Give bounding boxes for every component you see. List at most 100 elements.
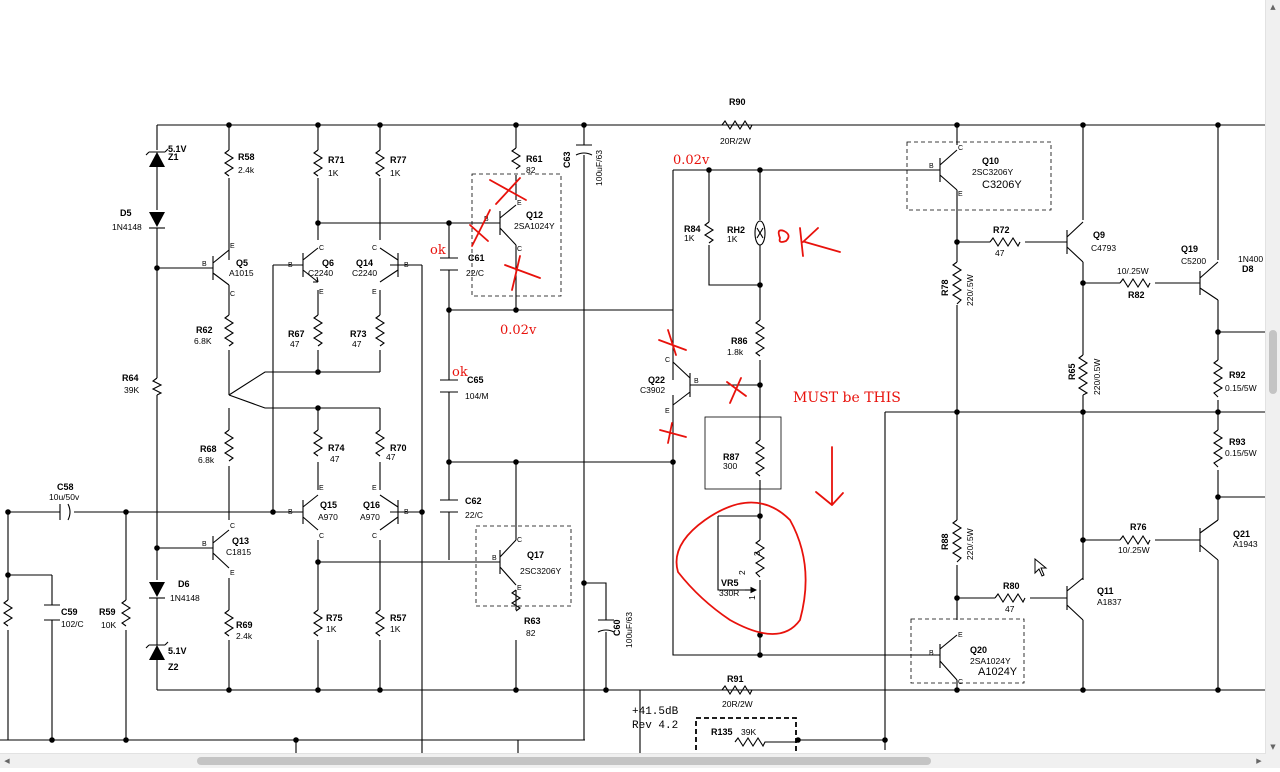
vertical-scroll-thumb[interactable] xyxy=(1269,330,1277,394)
horizontal-scroll-thumb[interactable] xyxy=(197,757,931,765)
r61-val: 82 xyxy=(526,165,536,175)
r61-body xyxy=(510,147,522,170)
r73-ref: R73 xyxy=(350,329,367,339)
q9-ref: Q9 xyxy=(1093,230,1105,240)
c65-symbol xyxy=(440,379,458,393)
diodes xyxy=(145,148,766,660)
d6-val: 1N4148 xyxy=(170,593,200,603)
vertical-scrollbar[interactable]: ▲ ▼ xyxy=(1265,0,1280,754)
r70-ref: R70 xyxy=(390,443,407,453)
c61-symbol xyxy=(440,257,458,271)
svg-text:E: E xyxy=(319,289,324,296)
scroll-down-icon[interactable]: ▼ xyxy=(1270,743,1276,751)
svg-text:B: B xyxy=(288,262,293,269)
r67-body xyxy=(312,314,324,347)
z1-ref: Z1 xyxy=(168,152,179,162)
svg-text:C: C xyxy=(517,246,522,253)
svg-text:E: E xyxy=(319,485,324,492)
r91-body xyxy=(721,684,753,696)
q19-val: C5200 xyxy=(1181,256,1206,266)
z2-v: 5.1V xyxy=(168,646,187,656)
ok-note-c65: ok xyxy=(452,365,468,380)
r93-body xyxy=(1212,429,1224,468)
r77-ref: R77 xyxy=(390,155,407,165)
scroll-right-icon[interactable]: ▶ xyxy=(1256,757,1262,765)
resistors xyxy=(2,119,1224,748)
c60-symbol xyxy=(597,619,615,633)
r84-val: 1K xyxy=(684,233,695,243)
c59-symbol xyxy=(44,604,60,621)
svg-text:C: C xyxy=(958,679,963,686)
q21-ref: Q21 xyxy=(1233,529,1250,539)
r88-val: 220/.5W xyxy=(965,528,975,560)
q15-val: A970 xyxy=(318,512,338,522)
r80-ref: R80 xyxy=(1003,581,1020,591)
markup-annotations: 0.02v 0.02v ok ok MUST be THIS xyxy=(430,153,901,635)
q16-val: A970 xyxy=(360,512,380,522)
c63-val: 100uF/63 xyxy=(594,150,604,186)
r92-body xyxy=(1212,359,1224,398)
z1-v: 5.1V xyxy=(168,144,187,154)
svg-text:B: B xyxy=(202,541,207,548)
capacitors xyxy=(44,144,615,633)
svg-text:E: E xyxy=(958,191,963,198)
r64-body xyxy=(151,377,163,396)
svg-text:B: B xyxy=(929,163,934,170)
vr5-pin1: 1 xyxy=(747,595,757,600)
c59-ref: C59 xyxy=(61,607,78,617)
r90-val: 20R/2W xyxy=(720,136,751,146)
r84-body xyxy=(703,221,715,244)
svg-text:B: B xyxy=(694,378,699,385)
r62-val: 6.8K xyxy=(194,336,212,346)
scroll-left-icon[interactable]: ◀ xyxy=(4,757,10,765)
rh2-ref: RH2 xyxy=(727,225,745,235)
r74-val: 47 xyxy=(330,454,340,464)
c58-ref: C58 xyxy=(57,482,74,492)
r71-body xyxy=(312,149,324,177)
svg-text:B: B xyxy=(404,509,409,516)
c58-val: 10u/50v xyxy=(49,492,80,502)
c60-ref: C60 xyxy=(612,619,622,636)
q13-val: C1815 xyxy=(226,547,251,557)
svg-text:C: C xyxy=(230,291,235,298)
r70-val: 47 xyxy=(386,452,396,462)
svg-text:E: E xyxy=(230,570,235,577)
svg-text:B: B xyxy=(288,509,293,516)
svg-text:E: E xyxy=(372,485,377,492)
r90-body xyxy=(721,119,753,131)
c63-symbol xyxy=(575,144,593,156)
r59-ref: R59 xyxy=(99,607,116,617)
r65-val: 220/0.5W xyxy=(1092,359,1102,395)
q20-ref: Q20 xyxy=(970,645,987,655)
r92-ref: R92 xyxy=(1229,370,1246,380)
r75-body xyxy=(312,609,324,637)
r59-val: 10K xyxy=(101,620,116,630)
horizontal-scrollbar[interactable]: ◀ ▶ xyxy=(0,753,1266,768)
r87-body xyxy=(754,439,766,477)
r76-val: 10/.25W xyxy=(1118,545,1150,555)
c59-val: 102/C xyxy=(61,619,84,629)
rh2-val: 1K xyxy=(727,234,738,244)
scroll-corner xyxy=(1266,754,1280,768)
r69-val: 2.4k xyxy=(236,631,253,641)
pin-letters: BEC BCE BCE BEC BEC BEC BCE BCE CBE BCE … xyxy=(202,145,963,686)
c65-val: 104/M xyxy=(465,391,489,401)
r135-body xyxy=(734,736,798,748)
svg-text:B: B xyxy=(492,555,497,562)
r58-body xyxy=(223,149,235,177)
svg-text:C: C xyxy=(372,245,377,252)
r69-ref: R69 xyxy=(236,620,253,630)
r57-ref: R57 xyxy=(390,613,407,623)
svg-text:E: E xyxy=(517,200,522,207)
wires xyxy=(0,124,1265,755)
svg-text:E: E xyxy=(665,408,670,415)
vr5-ref: VR5 xyxy=(721,578,739,588)
svg-text:B: B xyxy=(929,650,934,657)
dashed-boxes xyxy=(471,141,1052,755)
scroll-up-icon[interactable]: ▲ xyxy=(1270,3,1276,11)
ok-note-c61: ok xyxy=(430,243,446,258)
r59-body xyxy=(120,599,132,627)
q16-ref: Q16 xyxy=(363,500,380,510)
c63-ref: C63 xyxy=(562,151,572,168)
r88-body xyxy=(951,519,963,563)
